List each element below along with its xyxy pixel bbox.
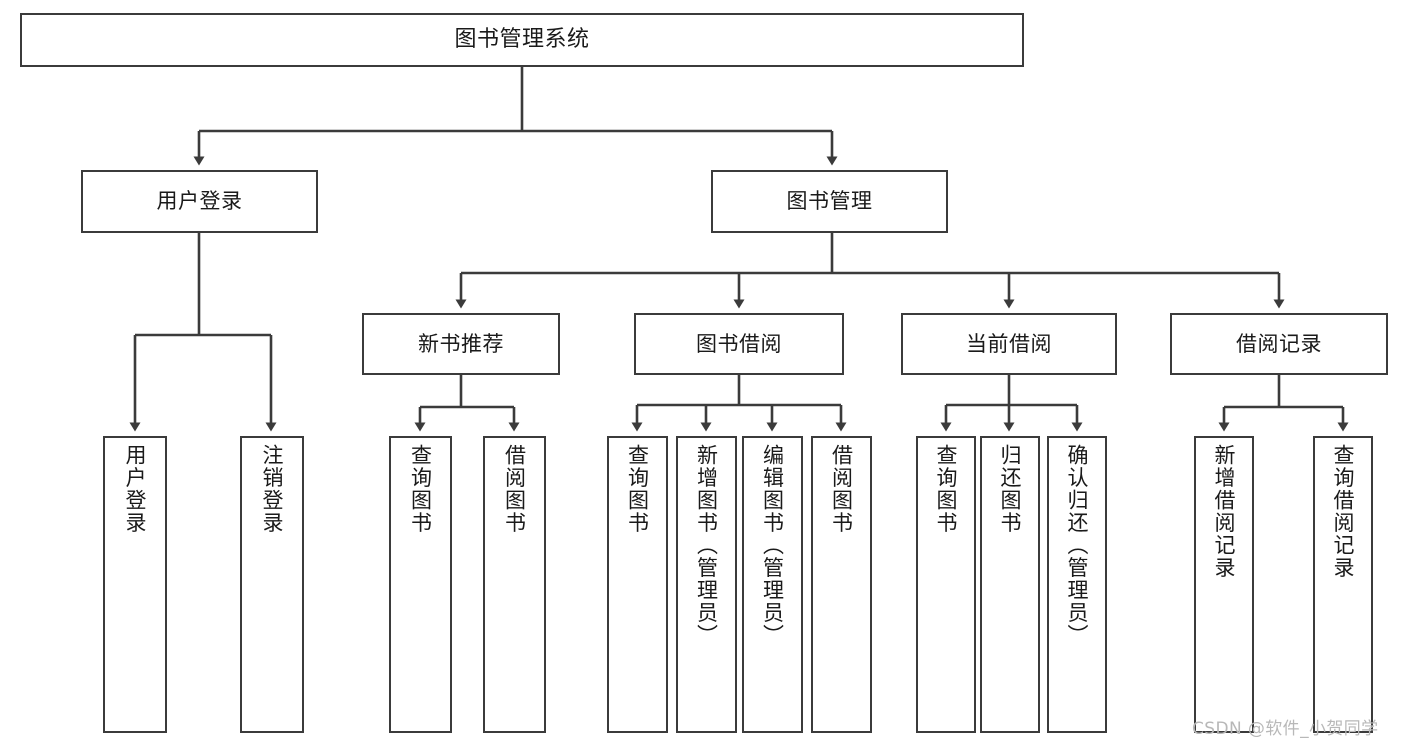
- node-label: 查询图书: [934, 444, 959, 534]
- leaf-user-login[interactable]: 用户登录: [103, 436, 167, 733]
- leaf-add-borrow-record[interactable]: 新增借阅记录: [1194, 436, 1254, 733]
- node-label: 确认归还（管理员）: [1065, 444, 1090, 647]
- node-label: 新书推荐: [418, 331, 504, 356]
- node-current-borrowing[interactable]: 当前借阅: [901, 313, 1117, 375]
- node-label: 借阅记录: [1236, 331, 1322, 356]
- leaf-return-book[interactable]: 归还图书: [980, 436, 1040, 733]
- node-book-borrowing[interactable]: 图书借阅: [634, 313, 844, 375]
- node-label: 用户登录: [123, 444, 148, 534]
- node-label: 图书管理: [786, 189, 873, 214]
- node-label: 查询借阅记录: [1331, 444, 1356, 579]
- leaf-query-book-borrow[interactable]: 查询图书: [607, 436, 668, 733]
- node-label: 借阅图书: [829, 444, 854, 534]
- node-label: 当前借阅: [966, 331, 1052, 356]
- node-label: 查询图书: [408, 444, 433, 534]
- leaf-add-book-admin[interactable]: 新增图书（管理员）: [676, 436, 737, 733]
- node-label: 图书借阅: [696, 331, 782, 356]
- node-user-login[interactable]: 用户登录: [81, 170, 318, 233]
- leaf-query-book-recommend[interactable]: 查询图书: [389, 436, 452, 733]
- leaf-logout[interactable]: 注销登录: [240, 436, 304, 733]
- node-label: 新增借阅记录: [1212, 444, 1237, 579]
- leaf-query-book-current[interactable]: 查询图书: [916, 436, 976, 733]
- node-label: 新增图书（管理员）: [694, 444, 719, 647]
- node-label: 图书管理系统: [454, 27, 590, 53]
- node-label: 注销登录: [260, 444, 285, 534]
- leaf-borrow-book-recommend[interactable]: 借阅图书: [483, 436, 546, 733]
- node-label: 编辑图书（管理员）: [760, 444, 785, 647]
- node-root-book-management-system[interactable]: 图书管理系统: [20, 13, 1024, 67]
- node-new-book-recommendation[interactable]: 新书推荐: [362, 313, 560, 375]
- node-label: 归还图书: [998, 444, 1023, 534]
- node-label: 用户登录: [156, 189, 243, 214]
- leaf-edit-book-admin[interactable]: 编辑图书（管理员）: [742, 436, 803, 733]
- node-label: 查询图书: [625, 444, 650, 534]
- node-borrow-records[interactable]: 借阅记录: [1170, 313, 1388, 375]
- leaf-borrow-book[interactable]: 借阅图书: [811, 436, 872, 733]
- node-book-management[interactable]: 图书管理: [711, 170, 948, 233]
- leaf-query-borrow-record[interactable]: 查询借阅记录: [1313, 436, 1373, 733]
- node-label: 借阅图书: [502, 444, 527, 534]
- leaf-confirm-return-admin[interactable]: 确认归还（管理员）: [1047, 436, 1107, 733]
